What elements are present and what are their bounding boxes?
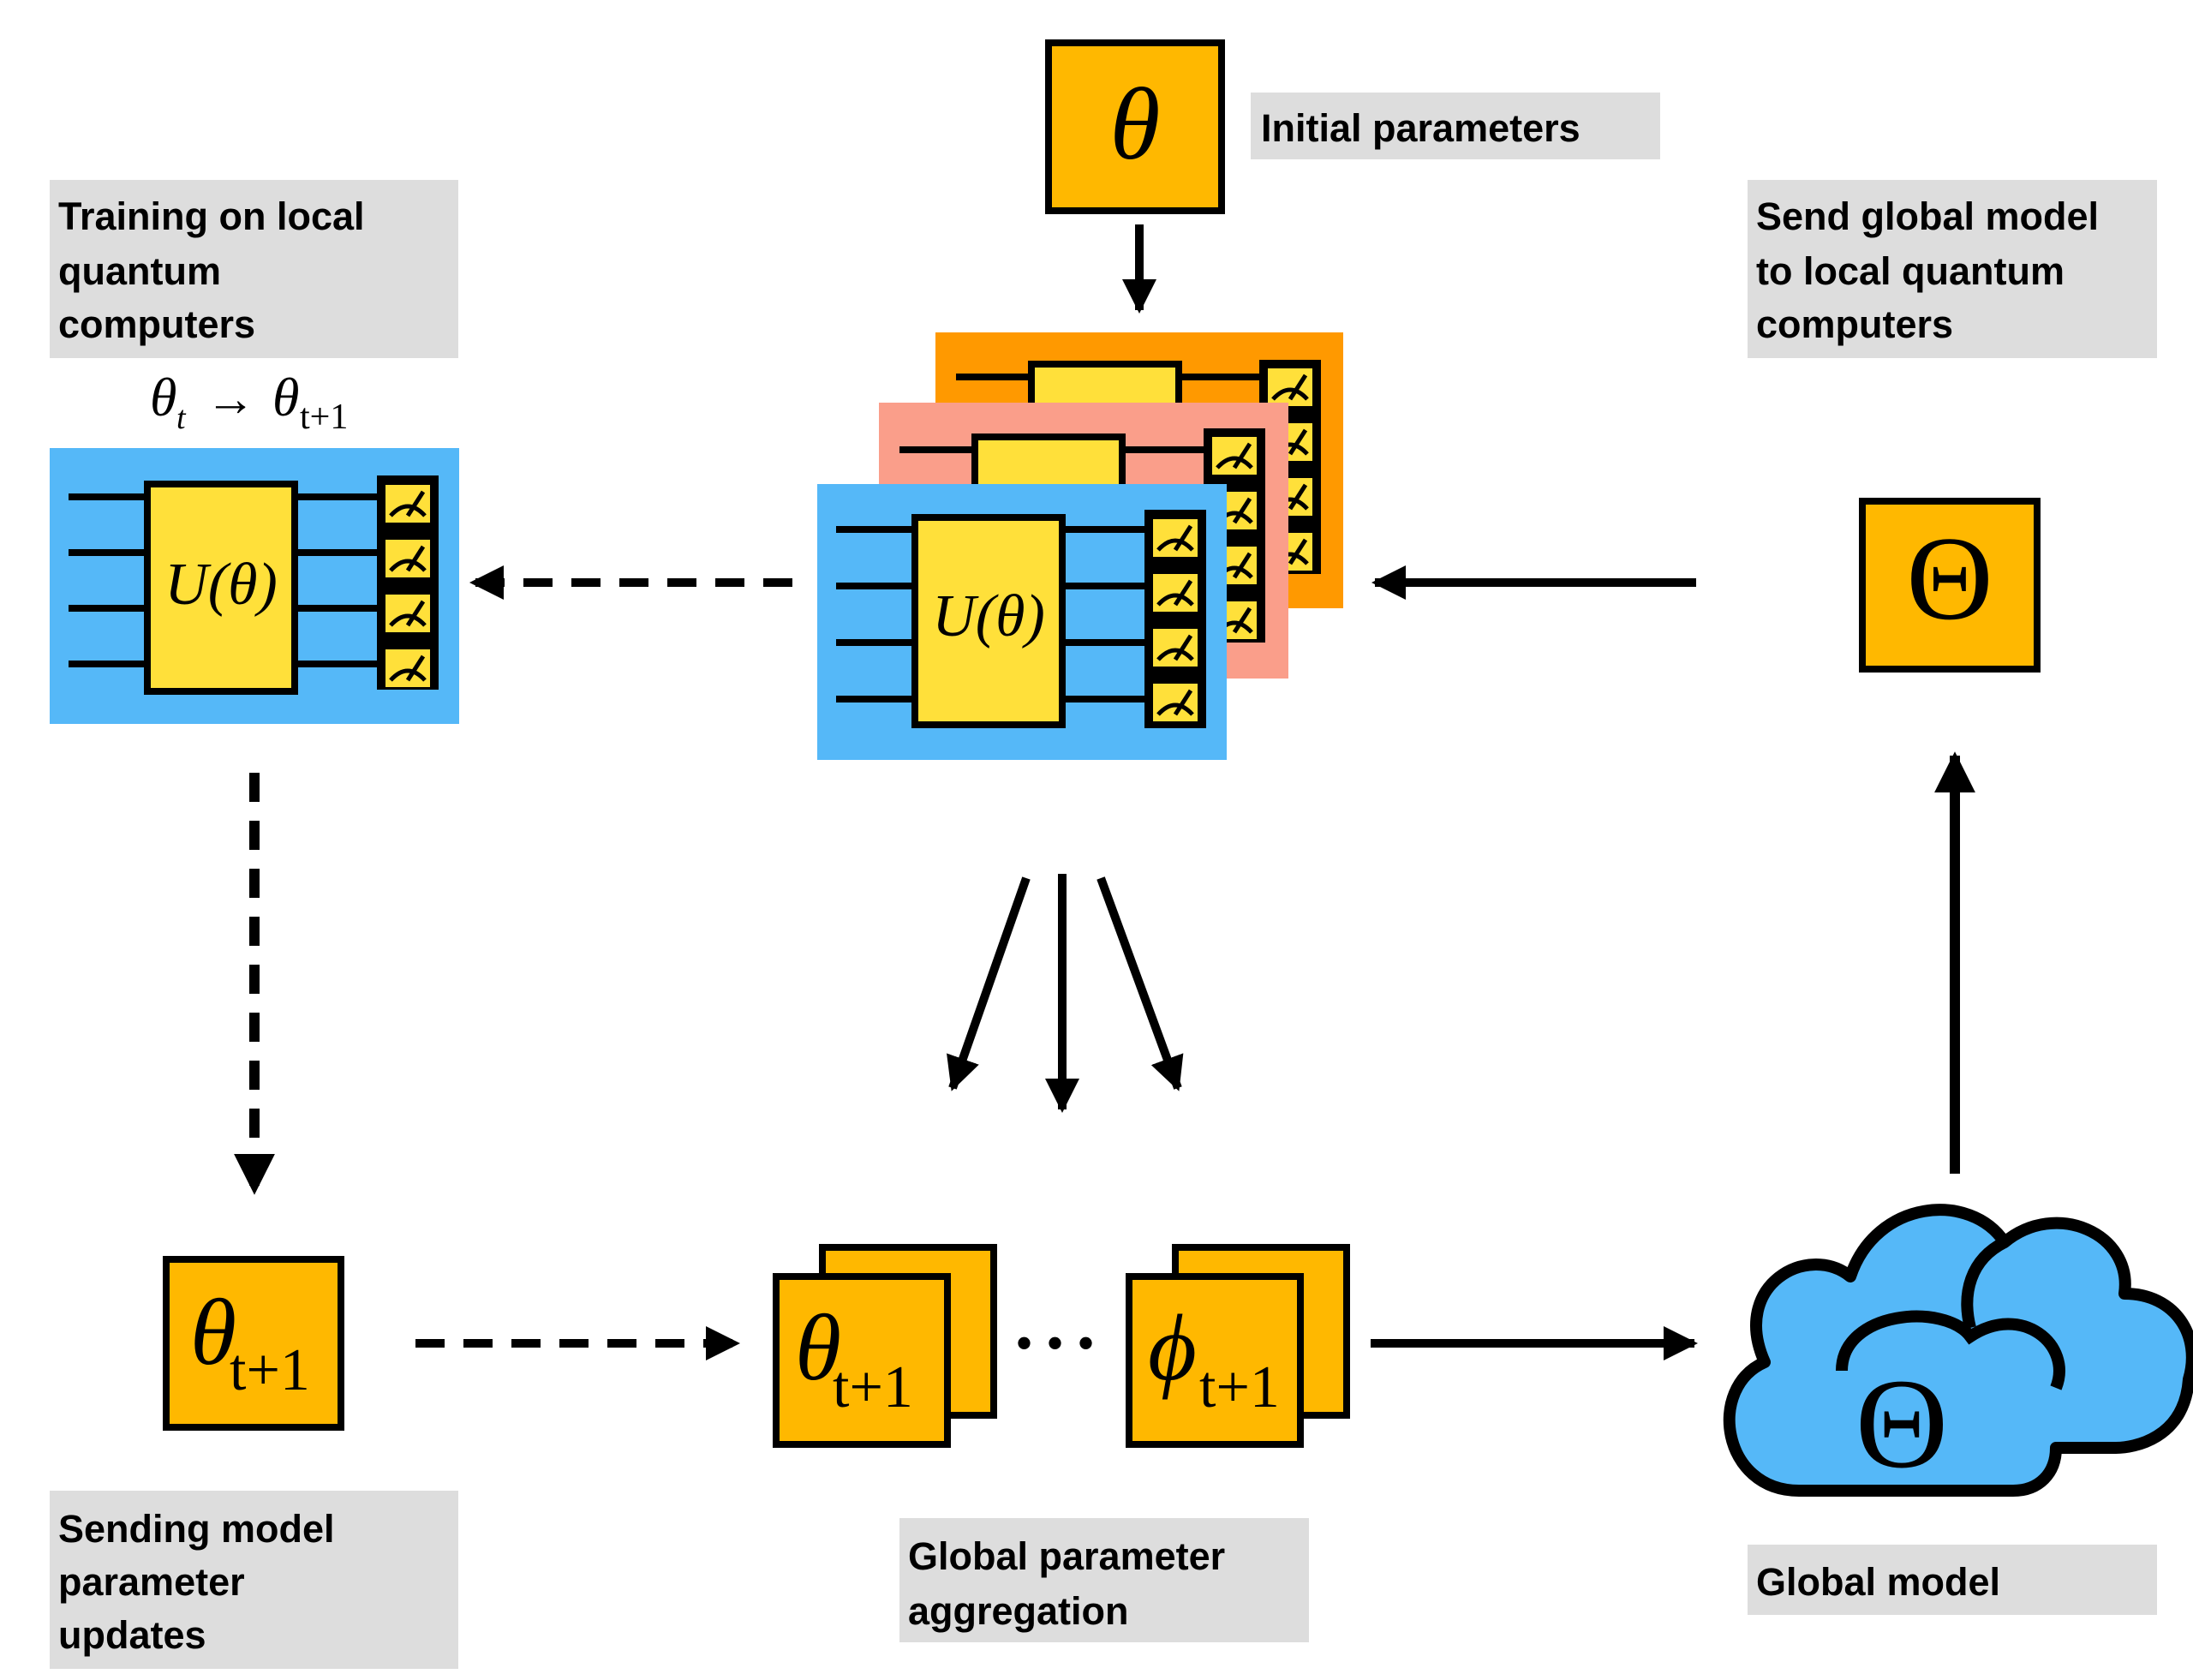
svg-text:→: → xyxy=(206,371,255,427)
svg-text:t+1: t+1 xyxy=(230,1337,310,1403)
cloud-icon: Θ xyxy=(1723,1204,2193,1497)
label-initial-parameters: Initial parameters xyxy=(1251,93,1660,159)
arrows xyxy=(234,224,1975,1360)
svg-text:to local quantum: to local quantum xyxy=(1756,249,2065,293)
svg-text:computers: computers xyxy=(1756,302,1953,346)
label-training-local: Training on local quantum computers xyxy=(50,180,458,358)
svg-text:Send global model: Send global model xyxy=(1756,194,2099,238)
svg-text:ϕ: ϕ xyxy=(1148,1295,1197,1400)
aggregation-ellipsis: • • • xyxy=(1015,1315,1095,1372)
svg-text:aggregation: aggregation xyxy=(908,1589,1129,1633)
label-global-aggregation: Global parameter aggregation xyxy=(899,1518,1309,1642)
svg-text:t+1: t+1 xyxy=(1199,1354,1280,1420)
svg-text:updates: updates xyxy=(58,1613,206,1657)
aggregation-theta-stack: θ t+1 xyxy=(773,1244,997,1448)
svg-text:θ: θ xyxy=(795,1295,841,1400)
svg-text:Θ: Θ xyxy=(1906,512,1993,645)
label-send-global-model: Send global model to local quantum compu… xyxy=(1748,180,2157,358)
arrow-stack-to-agg-right xyxy=(1096,876,1184,1091)
svg-text:θ: θ xyxy=(272,367,299,427)
circuit-blue: U(θ) xyxy=(817,484,1227,760)
svg-text:t: t xyxy=(176,400,187,436)
svg-text:θ: θ xyxy=(190,1280,236,1384)
svg-text:θ: θ xyxy=(1110,67,1161,181)
svg-text:Training on local: Training on local xyxy=(58,194,365,238)
local-update-box: θ t+1 xyxy=(163,1256,344,1431)
svg-text:Sending model: Sending model xyxy=(58,1507,335,1551)
svg-text:U(θ): U(θ) xyxy=(164,552,278,618)
meter-icon xyxy=(377,475,439,690)
aggregation-phi-stack: ϕ t+1 xyxy=(1126,1244,1350,1448)
arrow-stack-to-agg-left xyxy=(947,876,1031,1091)
initial-theta-box: θ xyxy=(1045,39,1225,214)
svg-text:θ: θ xyxy=(150,367,176,427)
meter-icon xyxy=(1144,510,1206,728)
svg-text:t+1: t+1 xyxy=(833,1354,913,1420)
svg-text:Global parameter: Global parameter xyxy=(908,1534,1225,1578)
svg-text:Θ: Θ xyxy=(1855,1353,1948,1495)
svg-text:computers: computers xyxy=(58,302,255,346)
svg-text:U(θ): U(θ) xyxy=(932,583,1045,649)
global-theta-box: Θ xyxy=(1859,498,2041,673)
label-sending-updates: Sending model parameter updates xyxy=(50,1491,458,1669)
svg-text:Global model: Global model xyxy=(1756,1560,2000,1604)
label-global-model: Global model xyxy=(1748,1545,2157,1615)
circuit-stack: U(θ) xyxy=(817,332,1343,760)
local-circuit: U(θ) xyxy=(50,448,459,724)
update-equation: θ t → θ t+1 xyxy=(150,367,348,437)
svg-text:parameter: parameter xyxy=(58,1560,245,1604)
svg-text:t+1: t+1 xyxy=(300,398,348,437)
svg-text:Initial parameters: Initial parameters xyxy=(1261,106,1581,150)
svg-text:quantum: quantum xyxy=(58,249,221,293)
